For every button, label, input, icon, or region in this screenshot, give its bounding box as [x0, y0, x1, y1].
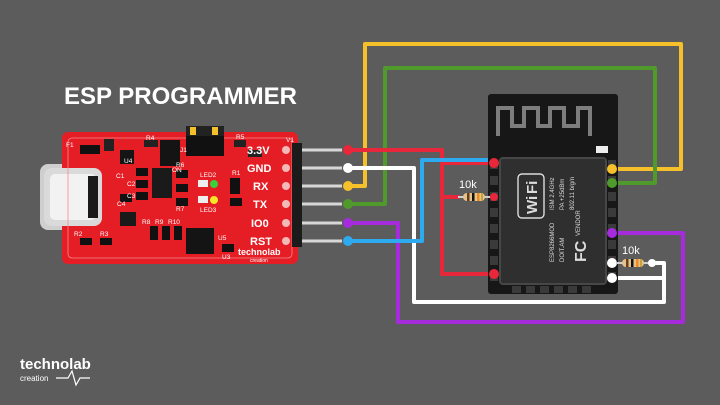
- pin-header: [292, 143, 302, 247]
- module-dot-vcc: [489, 158, 499, 168]
- pulldown-resistor-label: 10k: [622, 245, 640, 257]
- module-dot-gnd: [607, 273, 617, 283]
- led-yellow: [210, 196, 218, 204]
- silk-label: R3: [100, 231, 109, 238]
- silk-label: C4: [117, 201, 126, 208]
- wire-gnd-to-module: [346, 166, 666, 304]
- shield-can: [499, 157, 607, 285]
- board-brand: technolab: [238, 247, 281, 257]
- silk-label: R10: [168, 219, 180, 226]
- usb-uart-chip: [186, 228, 214, 254]
- chip-mark: DOIT.AM: [560, 238, 566, 262]
- module-dot-en: [489, 269, 499, 279]
- silk-label: R4: [146, 135, 155, 142]
- wire-vcc-to-module: [346, 148, 496, 165]
- wire-rx-to-module-tx: [346, 42, 683, 188]
- silk-label: C2: [127, 181, 136, 188]
- silk-label: U3: [222, 254, 231, 261]
- chip-mark: 802.11 b/g/n: [570, 177, 576, 210]
- dot-rx: [343, 181, 353, 191]
- silk-label: C3: [127, 193, 136, 200]
- silk-label: R5: [236, 134, 245, 141]
- footer-brand-sub: creation: [20, 374, 48, 383]
- pullup-resistor-label: 10k: [459, 179, 477, 191]
- pin-label-3v3: 3.3V: [247, 145, 270, 157]
- dot-tx: [343, 199, 353, 209]
- esp-programmer-board: F1 U4 R4 C1 C2 C3 C4 R6 R7 LED2 LED3 R1 …: [40, 126, 342, 264]
- silk-label: R8: [142, 219, 151, 226]
- chip-mark: PA +25dBm: [560, 179, 566, 210]
- pin-label-gnd: GND: [247, 163, 272, 175]
- pin-label-tx: TX: [253, 199, 268, 211]
- wifi-logo-fi: Fi: [524, 181, 541, 194]
- pulldown-resistor: 10k: [616, 245, 656, 267]
- silk-label: C1: [116, 173, 125, 180]
- silk-label: U4: [124, 158, 133, 165]
- pin-label-io0: IO0: [251, 218, 269, 230]
- silk-label: R7: [176, 206, 185, 213]
- module-dot-gpio15: [607, 258, 617, 268]
- wire-vcc-to-en: [440, 161, 496, 276]
- chip-mark: ISM 2.4GHz: [550, 177, 556, 210]
- dot-rst: [343, 236, 353, 246]
- silk-label: ON: [172, 167, 182, 174]
- silk-label: R6: [176, 162, 185, 169]
- antenna-trace: [496, 106, 592, 136]
- chip-mark: VENDOR: [576, 210, 582, 236]
- footer-logo: technolab creation: [20, 356, 91, 387]
- silk-label: LED3: [200, 207, 217, 214]
- board-brand-sub: creation: [250, 258, 268, 264]
- module-dot-gpio0: [607, 228, 617, 238]
- wire-tx-to-module-rx: [346, 66, 657, 206]
- pullup-resistor: 10k: [458, 179, 498, 201]
- wifi-logo: Wi: [524, 196, 541, 214]
- dot-3v3: [343, 145, 353, 155]
- silk-label: R2: [74, 231, 83, 238]
- pin-label-rx: RX: [253, 181, 269, 193]
- dot-gnd: [343, 163, 353, 173]
- wire-io0-to-gpio0: [346, 221, 685, 324]
- module-dot-tx: [607, 164, 617, 174]
- pulse-icon: [56, 369, 90, 387]
- silk-label: V1: [286, 137, 294, 144]
- silk-label: F1: [66, 142, 74, 149]
- silk-label: U5: [218, 235, 227, 242]
- module-dot-rx: [607, 178, 617, 188]
- fcc-mark: FC: [573, 240, 590, 262]
- esp8266-module: Wi Fi ESP8266MOD DOIT.AM ISM 2.4GHz PA +…: [488, 94, 618, 294]
- diagram-title: ESP PROGRAMMER: [64, 83, 297, 110]
- silk-label: LED2: [200, 172, 217, 179]
- silk-label: R9: [155, 219, 164, 226]
- pin-label-rst: RST: [250, 236, 272, 248]
- silk-label: J1: [180, 147, 187, 154]
- footer-brand: technolab: [20, 356, 91, 373]
- chip-mark: ESP8266MOD: [550, 222, 556, 262]
- dot-io0: [343, 218, 353, 228]
- led-green: [210, 180, 218, 188]
- silk-label: R1: [232, 170, 241, 177]
